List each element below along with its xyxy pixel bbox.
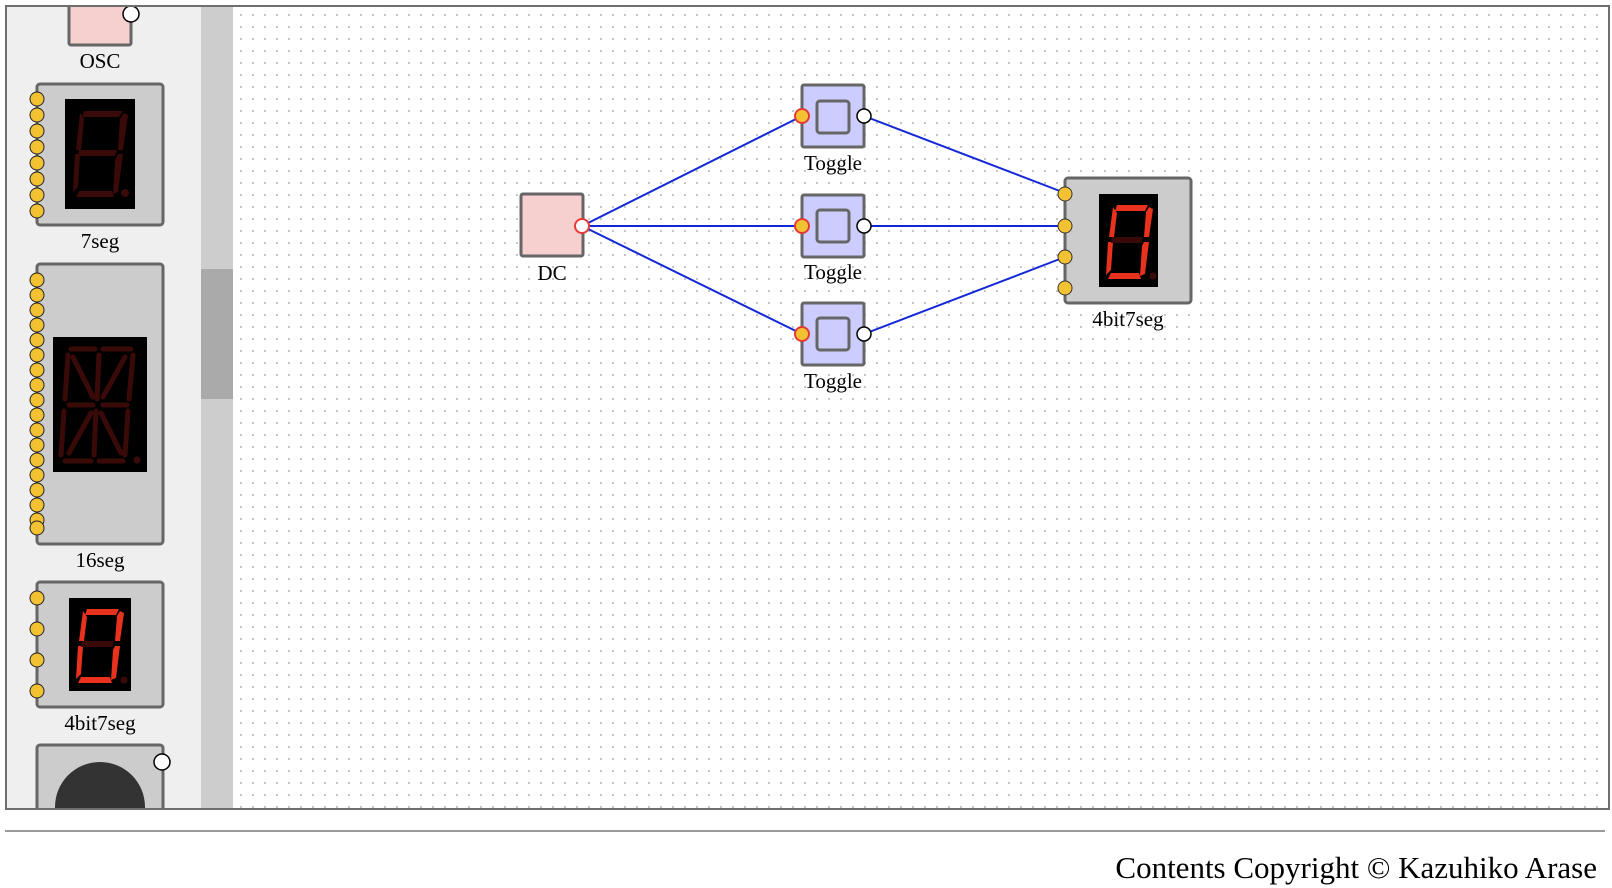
input-pin[interactable] (794, 326, 810, 342)
toggle-switch[interactable]: Toggle (794, 83, 872, 175)
dc-source[interactable]: DC (519, 192, 590, 285)
palette-item-label: 4bit7seg (64, 711, 136, 735)
output-pin[interactable] (856, 218, 872, 234)
segments-on (76, 609, 124, 683)
input-pins[interactable] (1057, 186, 1073, 296)
segments-off (73, 111, 129, 197)
palette-item-speaker[interactable] (35, 743, 171, 808)
component-label: Toggle (804, 151, 862, 175)
decimal-point (1149, 272, 1157, 280)
component-label: Toggle (804, 369, 862, 393)
toggle-button[interactable] (815, 316, 851, 352)
input-pin[interactable] (794, 108, 810, 124)
circuit-workspace[interactable]: DC Toggle Toggle (233, 7, 1608, 808)
segments-on (1106, 205, 1153, 279)
oscillator-icon (67, 7, 133, 47)
input-pin[interactable] (153, 753, 171, 771)
segment-g-off (81, 641, 114, 647)
output-pin[interactable] (856, 108, 872, 124)
component-label: DC (537, 261, 566, 285)
decimal-point (120, 676, 128, 684)
palette-item-16seg[interactable]: 16seg (29, 262, 165, 572)
wire[interactable] (863, 256, 1066, 335)
segments-off (58, 346, 136, 464)
speaker-icon (55, 762, 145, 808)
copyright-notice: Contents Copyright © Kazuhiko Arase (1115, 850, 1597, 885)
toggle-button[interactable] (815, 208, 851, 244)
palette-item-4bit7seg[interactable]: 4bit7seg (29, 580, 165, 735)
component-palette[interactable]: OSC (7, 7, 201, 808)
palette-item-label: 16seg (76, 548, 125, 572)
palette-item-osc[interactable]: OSC (67, 7, 140, 73)
footer-divider (5, 830, 1605, 832)
segment-g-off (1111, 237, 1143, 243)
toggle-button[interactable] (815, 99, 851, 135)
palette-canvas: OSC (29, 7, 171, 808)
input-pins[interactable] (29, 91, 45, 219)
decimal-point (133, 456, 141, 464)
palette-item-7seg[interactable]: 7seg (29, 82, 165, 253)
scrollbar-thumb[interactable] (201, 269, 233, 399)
input-pins[interactable] (29, 272, 45, 536)
input-pins[interactable] (29, 590, 45, 699)
toggle-switch[interactable]: Toggle (794, 193, 872, 284)
output-pin[interactable] (574, 218, 590, 234)
palette-item-label: OSC (80, 49, 121, 73)
wire[interactable] (581, 225, 803, 335)
logic-circuit-simulator: OSC (5, 5, 1610, 810)
dc-body (519, 192, 585, 258)
toggle-switch[interactable]: Toggle (794, 301, 872, 393)
component-label: Toggle (804, 260, 862, 284)
input-pin[interactable] (794, 218, 810, 234)
wires (581, 115, 1066, 335)
output-pin[interactable] (122, 7, 140, 23)
output-pin[interactable] (856, 326, 872, 342)
palette-scrollbar[interactable] (201, 7, 233, 808)
circuit-canvas: DC Toggle Toggle (519, 83, 1193, 393)
palette-item-label: 7seg (81, 229, 120, 253)
wire[interactable] (581, 115, 803, 227)
4bit7seg-display[interactable]: 4bit7seg (1057, 176, 1193, 331)
wire[interactable] (863, 115, 1066, 194)
component-label: 4bit7seg (1092, 307, 1164, 331)
